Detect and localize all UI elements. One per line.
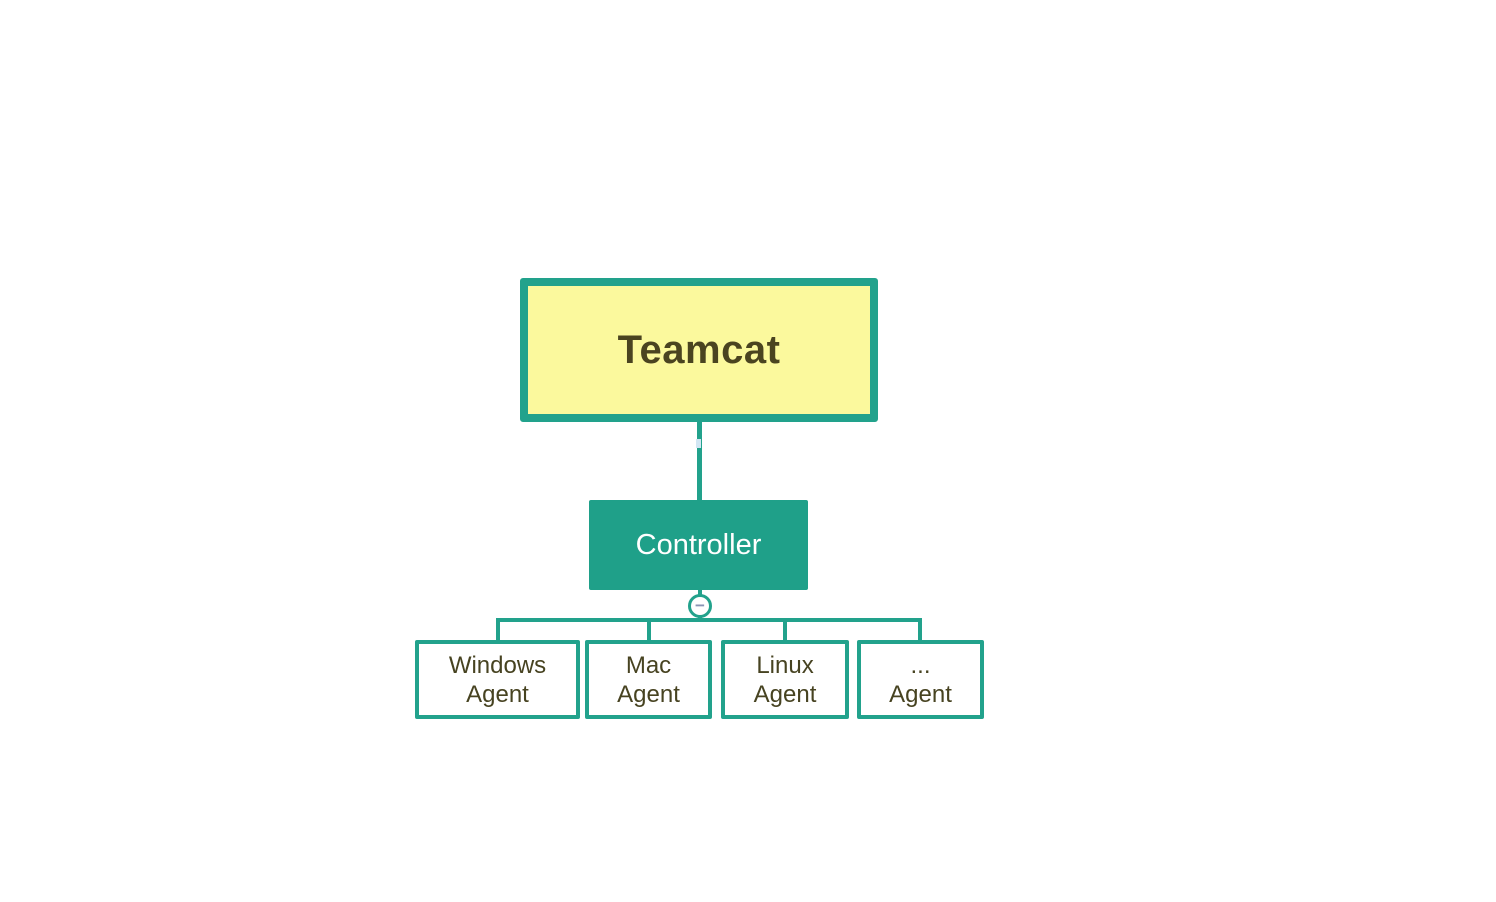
controller-label: Controller — [635, 528, 762, 561]
mac-agent-label: Mac Agent — [617, 651, 680, 708]
agent-node-linux[interactable]: Linux Agent — [721, 640, 849, 719]
edge-drop-mac-agent — [647, 618, 651, 641]
edge-teamcat-to-controller — [697, 422, 702, 500]
agent-node-windows[interactable]: Windows Agent — [415, 640, 580, 719]
edge-anchor-dot — [696, 439, 701, 448]
agent-node-dots[interactable]: ... Agent — [857, 640, 984, 719]
controller-node[interactable]: Controller — [589, 500, 808, 590]
edge-drop-linux-agent — [783, 618, 787, 641]
minus-icon: − — [695, 595, 705, 615]
windows-agent-label: Windows Agent — [448, 651, 547, 708]
dots-agent-label: ... Agent — [889, 651, 952, 708]
linux-agent-label: Linux Agent — [753, 651, 817, 708]
edge-drop-windows-agent — [496, 618, 500, 641]
teamcat-label: Teamcat — [617, 327, 781, 372]
edge-drop-dots-agent — [918, 618, 922, 641]
collapse-children-button[interactable]: − — [688, 594, 712, 618]
agent-node-mac[interactable]: Mac Agent — [585, 640, 712, 719]
edge-children-horizontal — [496, 618, 922, 622]
teamcat-node[interactable]: Teamcat — [520, 278, 878, 422]
